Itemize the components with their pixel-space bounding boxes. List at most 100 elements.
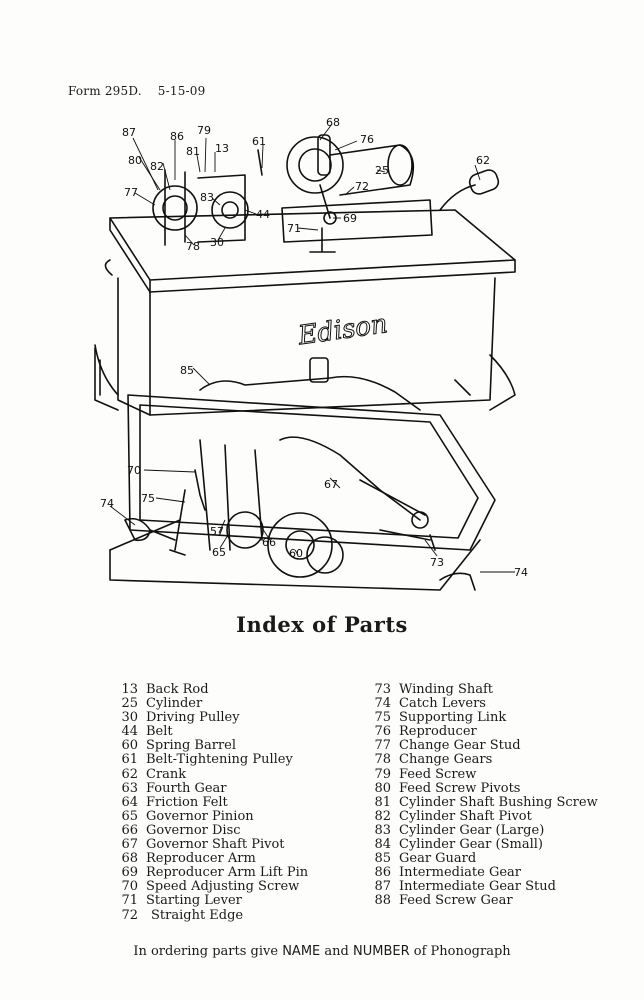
maker-mark: Edison [296,309,390,351]
part-name: Reproducer Arm Lift Pin [146,865,309,881]
supporting-link [169,489,186,556]
part-name: Cylinder Gear (Small) [399,837,543,853]
part-row: 87 Intermediate Gear Stud [357,880,598,894]
part-name: Intermediate Gear Stud [399,879,556,895]
part-row: 78 Change Gears [357,753,598,767]
callout-86: 86 [170,130,184,143]
part-row: 70 Speed Adjusting Screw [104,880,308,894]
part-number: 62 [121,766,138,782]
callout-70: 70 [127,464,141,477]
part-name: Governor Disc [146,822,241,838]
part-name: Driving Pulley [146,710,240,726]
ordering-note-name: NAME [282,944,321,959]
part-name: Change Gear Stud [399,738,521,754]
starting-lever [309,227,336,253]
callout-57: 57 [210,525,224,538]
part-number: 71 [121,893,138,909]
callout-77: 77 [124,186,138,199]
callout-85: 85 [180,364,194,377]
part-number: 77 [374,738,391,754]
part-row: 75 Supporting Link [357,711,598,725]
part-number: 69 [121,865,138,881]
part-name: Speed Adjusting Screw [146,879,300,895]
part-number: 70 [121,879,138,895]
gear-guard [199,375,421,411]
form-identifier: Form 295D. 5-15-09 [68,84,205,98]
catch-lever-left [124,517,151,542]
callout-68: 68 [326,116,340,129]
part-number: 81 [374,794,391,810]
part-number: 30 [121,710,138,726]
callout-73: 73 [430,556,444,569]
callout-30: 30 [210,236,224,249]
base [109,539,481,591]
form-number: Form 295D. [68,84,142,98]
ordering-note-suffix: of Phonograph [413,944,511,959]
part-name: Winding Shaft [399,682,494,697]
part-number: 75 [374,710,391,726]
part-name: Back Rod [146,682,209,697]
part-number: 61 [121,752,138,768]
ordering-note-prefix: In ordering parts give [133,944,279,959]
part-name: Fourth Gear [146,780,227,796]
index-title: Index of Parts [236,612,408,637]
callout-74-right: 74 [514,566,528,579]
part-name: Change Gears [399,752,493,768]
part-number: 87 [374,879,391,895]
callout-61: 61 [252,135,266,148]
part-number: 66 [121,822,138,838]
part-number: 60 [121,738,138,754]
part-name: Cylinder Shaft Bushing Screw [399,794,598,810]
part-number: 25 [121,696,138,712]
callout-69: 69 [343,212,357,225]
part-number: 84 [374,837,391,853]
part-number: 78 [374,752,391,768]
part-number: 44 [121,724,138,740]
part-name: Feed Screw Pivots [399,780,521,796]
callout-numbers: 87 86 79 13 61 68 76 80 82 81 25 62 77 8… [100,116,528,579]
ordering-note-and: and [324,944,349,959]
part-name: Starting Lever [146,893,242,909]
part-number: 65 [121,808,138,824]
callout-81: 81 [186,145,200,158]
callout-74-left: 74 [100,497,114,510]
straight-edge [281,199,433,243]
callout-60: 60 [289,547,303,560]
part-number: 72 [121,907,138,923]
callout-82: 82 [150,160,164,173]
callout-67: 67 [324,478,338,491]
callout-72: 72 [355,180,369,193]
callout-75: 75 [141,492,155,505]
callout-44: 44 [256,208,270,221]
callout-80: 80 [128,154,142,167]
part-name: Cylinder Shaft Pivot [399,808,532,824]
part-name: Intermediate Gear [399,865,521,881]
part-number: 13 [121,682,138,697]
part-name: Cylinder [146,696,203,712]
part-name: Spring Barrel [146,738,237,754]
callout-79: 79 [197,124,211,137]
ordering-note: In ordering parts give NAME and NUMBER o… [0,944,644,959]
part-row: 71 Starting Lever [104,894,308,908]
part-name: Catch Levers [399,696,486,712]
part-name: Governor Shaft Pivot [146,837,285,853]
part-name: Reproducer Arm [146,851,256,867]
part-name: Feed Screw [399,766,477,782]
part-row: 77 Change Gear Stud [357,739,598,753]
part-name: Supporting Link [399,710,507,726]
